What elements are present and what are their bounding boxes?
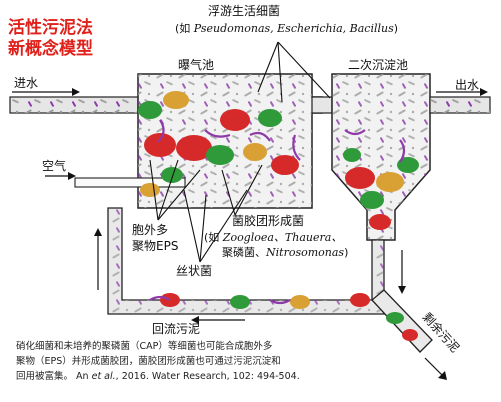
floc-clusters (138, 91, 419, 341)
floc-former-examples: (如 Zoogloea、Thauera、 聚磷菌、Nitrosomonas) (204, 231, 349, 259)
title-line-1: 活性污泥法 (8, 18, 93, 38)
air-pipe (45, 172, 186, 188)
diagram-title: 活性污泥法 新概念模型 (8, 18, 93, 60)
outlet-pipe (429, 88, 491, 114)
callout-lines (149, 41, 331, 263)
outlet-label: 出水 (455, 78, 480, 92)
filamentous-label: 丝状菌 (176, 264, 213, 278)
floc-former-label: 菌胶团形成菌 (232, 214, 305, 228)
figure-caption: 硝化细菌和未培养的聚磷菌（CAP）等细菌也可能合成胞外多 聚物（EPS）并形成菌… (16, 341, 300, 382)
air-label: 空气 (42, 159, 67, 173)
eps-label: 胞外多 聚物EPS (132, 223, 179, 253)
floating-bacteria-label: 浮游生活细菌 (208, 4, 281, 18)
floating-bacteria-examples: (如 Pseudomonas, Escherichia, Bacillus) (175, 22, 399, 35)
filaments (149, 119, 406, 305)
aeration-tank-label: 曝气池 (178, 58, 215, 72)
inlet-label: 进水 (14, 76, 39, 90)
inlet-pipe (9, 88, 139, 114)
secondary-clarifier-label: 二次沉淀池 (348, 58, 409, 72)
return-sludge-label: 回流污泥 (152, 322, 201, 336)
transfer-pipe (311, 96, 333, 114)
title-line-2: 新概念模型 (8, 39, 93, 59)
